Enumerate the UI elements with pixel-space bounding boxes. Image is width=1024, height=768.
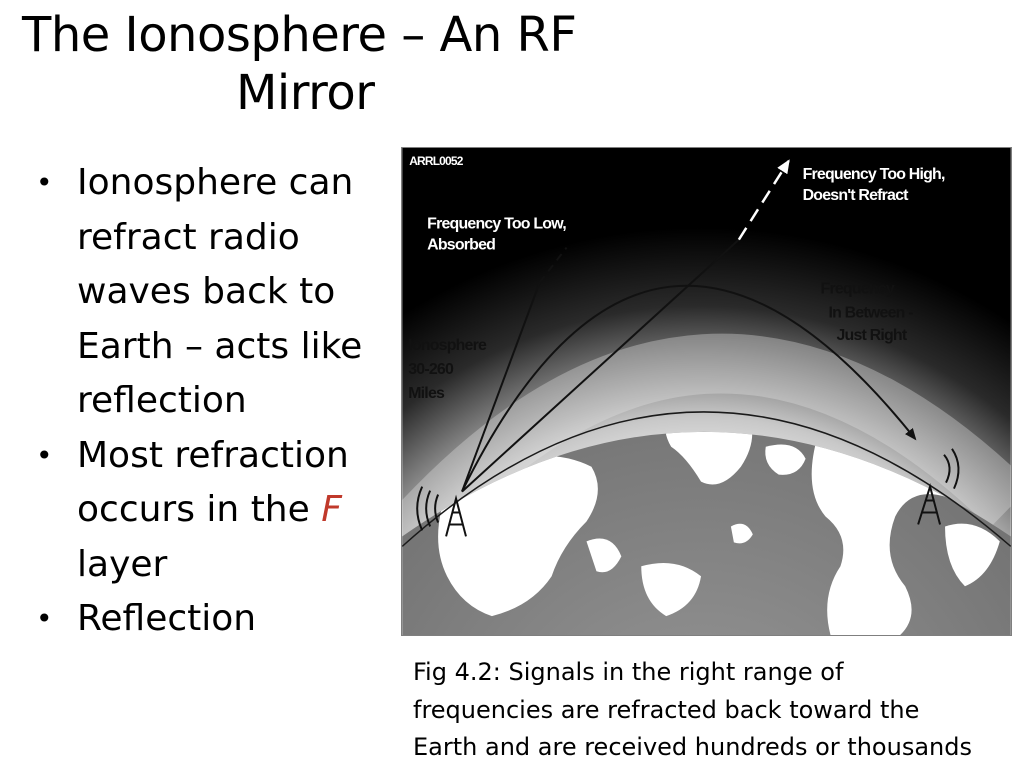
slide-title-line-2: Mirror [236,65,375,121]
transmitter-tower-icon [416,486,467,537]
caption-line-3: Earth and are received hundreds or thous… [413,733,972,761]
label-ionosphere-line-2: 30-260 [408,361,454,378]
ray-just-right [461,284,917,493]
label-ionosphere-line-3: Miles [408,385,445,402]
label-just-right-line-2: In Between - [828,304,913,321]
figure-id-label: ARRL0052 [409,154,463,168]
label-too-low-line-1: Frequency Too Low, [427,216,566,233]
slide-title: The Ionosphere – An RF Mirror [22,6,642,122]
bullet-dot-icon: • [36,438,53,472]
bullet-text-end: layer [77,543,168,585]
caption-line-1: Fig 4.2: Signals in the right range of [413,658,844,686]
ionosphere-diagram: ARRL0052 Frequency Too High, Doesn't Ref… [402,148,1011,635]
bullet-dot-icon: • [36,166,53,199]
label-too-high-line-2: Doesn't Refract [803,187,910,204]
ray-too-low-absorbed [538,246,568,284]
ionosphere-layer [402,333,1011,565]
bullet-text: Most refraction occurs in the [77,434,349,531]
bullet-list: • Ionosphere can refract radio waves bac… [36,156,376,647]
ray-too-low [461,282,541,492]
bullet-text: Reflection [77,598,257,639]
bullet-item-ionosphere: • Ionosphere can refract radio waves bac… [36,156,376,429]
ionosphere-figure: ARRL0052 Frequency Too High, Doesn't Ref… [401,147,1012,636]
bullet-dot-icon: • [36,602,53,635]
ray-too-high [461,238,740,493]
bullet-item-f-layer: • Most refraction occurs in the F layer [36,429,376,593]
label-ionosphere-line-1: Ionosphere [408,337,487,354]
slide-title-line-1: The Ionosphere – An RF [22,7,577,63]
f-layer-accent: F [321,489,342,530]
label-just-right-line-1: Frequency [821,280,895,297]
label-too-high-line-1: Frequency Too High, [803,166,945,183]
horizon-curve [402,411,1011,547]
label-too-low-line-2: Absorbed [427,237,495,254]
ray-too-high-escape [737,159,790,241]
bullet-item-reflection: • Reflection [36,592,376,647]
label-just-right-line-3: Just Right [836,327,907,344]
receiver-tower-icon [917,448,960,525]
figure-caption: Fig 4.2: Signals in the right range of f… [413,654,1013,767]
caption-line-2: frequencies are refracted back toward th… [413,695,920,724]
bullet-text: Ionosphere can refract radio waves back … [77,162,363,421]
